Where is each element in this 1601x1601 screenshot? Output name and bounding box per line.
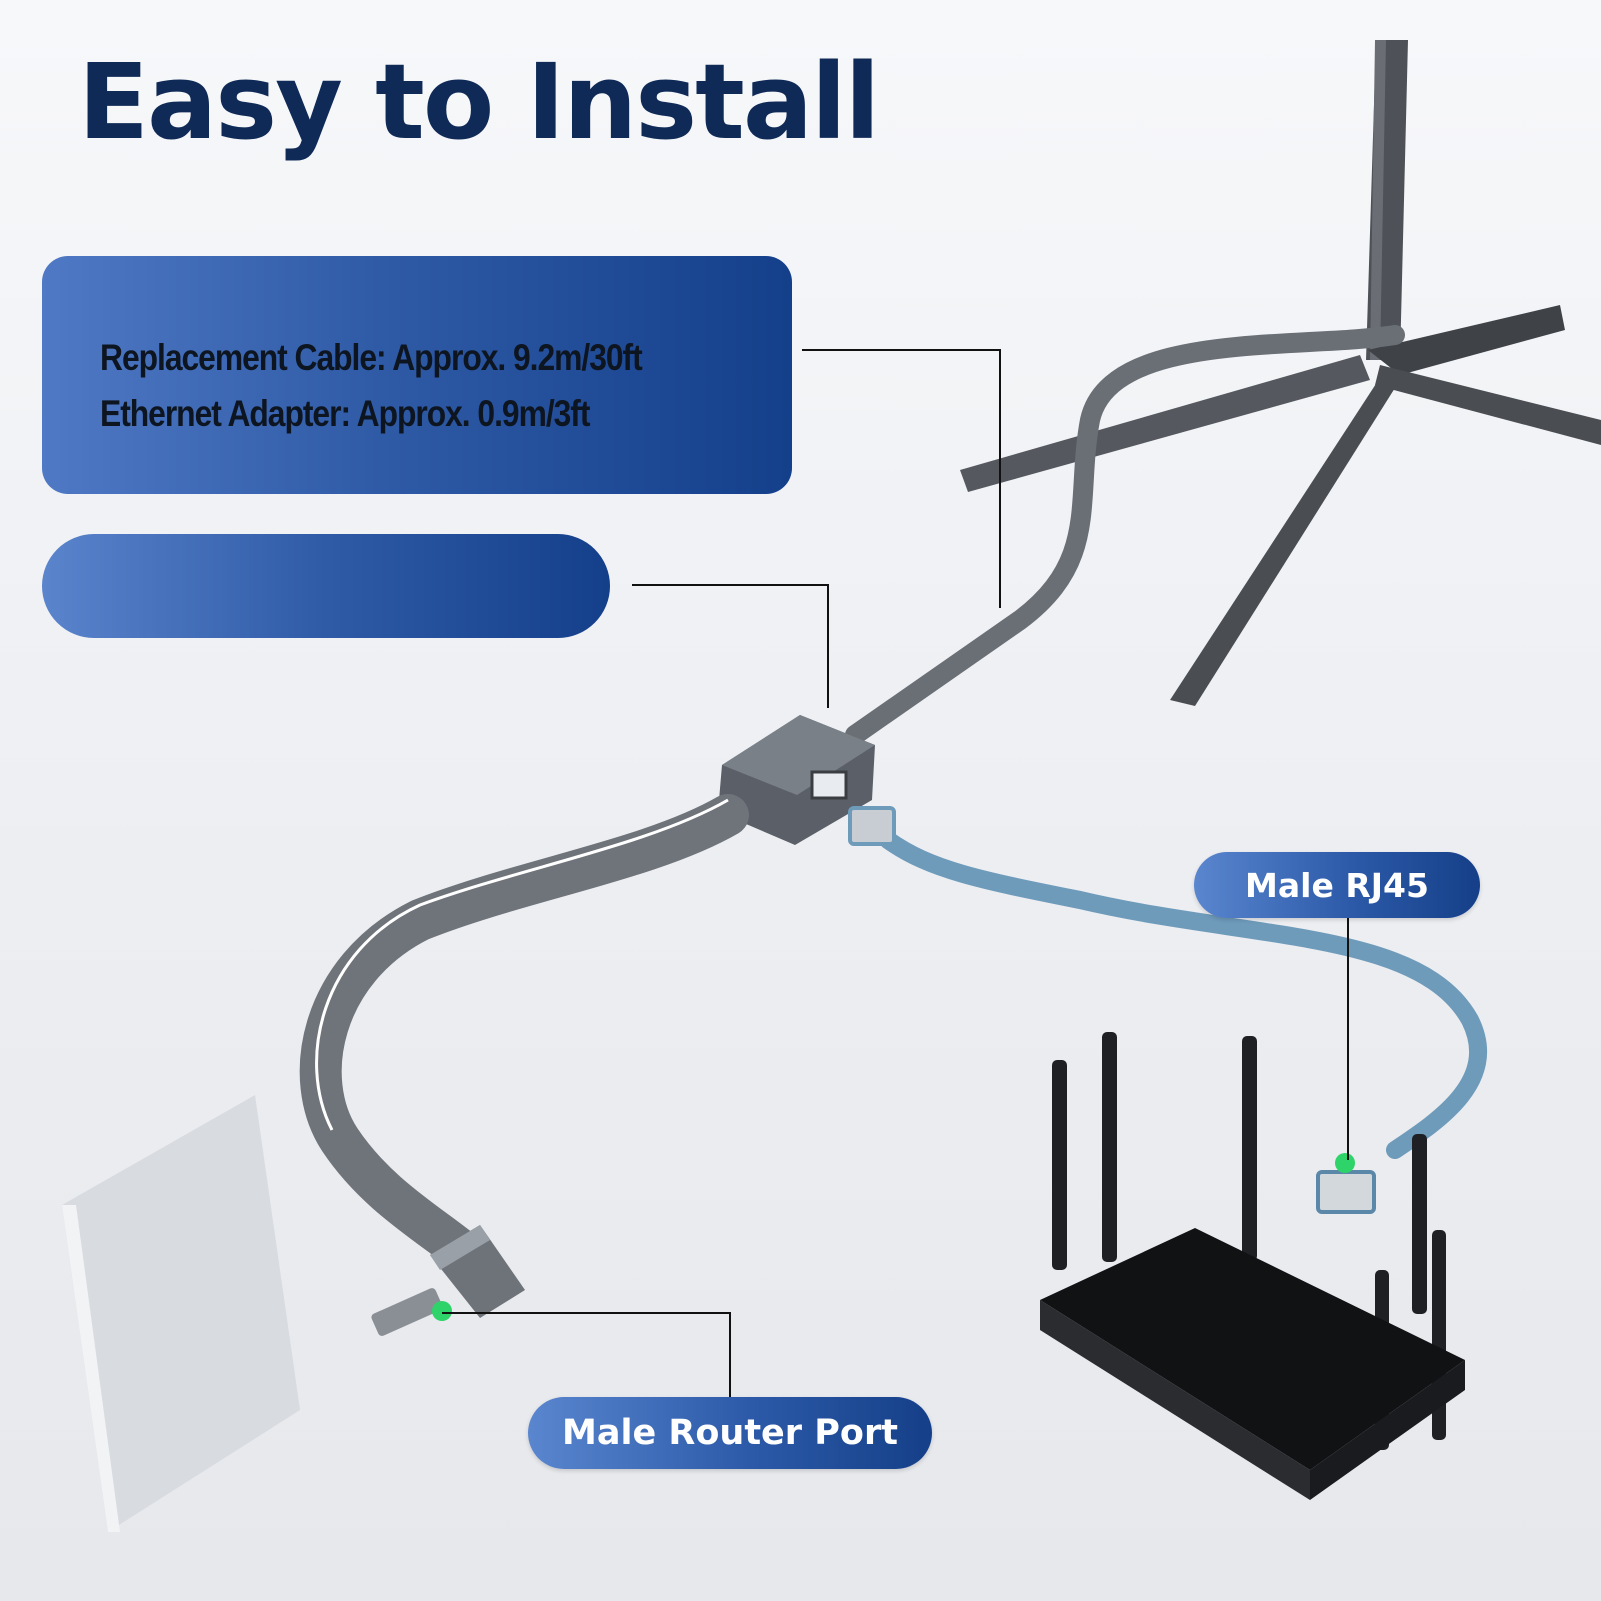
router-port-plug-icon — [371, 1225, 525, 1336]
male-rj45-label: Male RJ45 — [1194, 852, 1480, 918]
spec-line-ethernet-adapter: Ethernet Adapter: Approx. 0.9m/3ft — [100, 393, 590, 434]
router-cable — [299, 794, 749, 1283]
spec-text: Replacement Cable: Approx. 9.2m/30ft Eth… — [100, 330, 643, 442]
blank-label-pill — [42, 534, 610, 638]
rj45-plug-icon — [848, 806, 1376, 1214]
ethernet-cable — [879, 831, 1487, 1159]
access-point-icon — [62, 1095, 300, 1532]
page-title: Easy to Install — [78, 41, 880, 163]
leader-lines — [442, 349, 1349, 1397]
stand-base-icon — [960, 40, 1601, 706]
ethernet-adapter-icon — [718, 715, 875, 845]
spec-line-replacement-cable: Replacement Cable: Approx. 9.2m/30ft — [100, 337, 643, 378]
spec-card — [42, 256, 792, 494]
main-cable — [845, 325, 1405, 745]
router-icon — [1040, 1032, 1465, 1500]
male-router-port-label: Male Router Port — [528, 1397, 932, 1469]
